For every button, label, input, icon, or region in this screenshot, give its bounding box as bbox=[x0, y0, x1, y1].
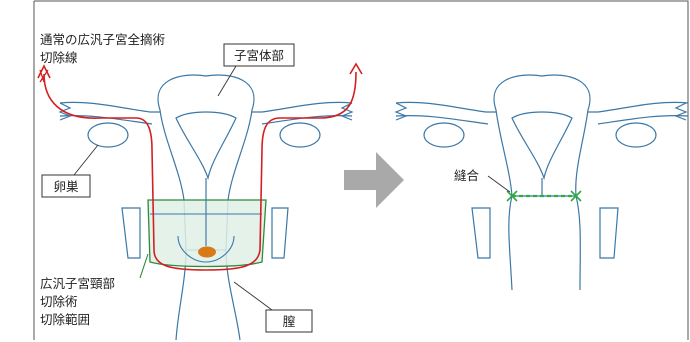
vagina-label: 膣 bbox=[283, 314, 296, 329]
uterine-cavity bbox=[175, 111, 237, 181]
after-right-fallopian-tube-lower bbox=[597, 115, 689, 125]
frame-border bbox=[34, 0, 689, 340]
trachelectomy-label-1: 広汎子宮頸部 bbox=[40, 276, 115, 291]
ovary-label-box bbox=[41, 174, 91, 198]
right-ligament bbox=[271, 207, 289, 259]
after-left-ovary bbox=[423, 122, 465, 148]
trachelectomy-leader bbox=[139, 253, 149, 279]
after-uterine-cavity bbox=[511, 111, 573, 181]
after-vagina-left-wall bbox=[508, 195, 513, 291]
left-ovary bbox=[87, 122, 129, 148]
uterus-outline bbox=[157, 74, 255, 251]
vagina-label-box bbox=[265, 309, 313, 333]
cervical-os bbox=[198, 246, 216, 258]
suture-label: 縫合 bbox=[454, 168, 480, 183]
after-right-ligament bbox=[599, 207, 619, 259]
after-left-fallopian-tube-upper bbox=[395, 101, 496, 113]
cervix-in-region bbox=[150, 200, 262, 263]
left-fallopian-tube-upper bbox=[59, 101, 160, 113]
after-right-fallopian-tube-upper bbox=[588, 101, 689, 113]
right-fallopian-tube-upper bbox=[252, 101, 353, 113]
suture-leader bbox=[487, 175, 511, 193]
ovary-leader bbox=[73, 144, 99, 176]
trachelectomy-label-3: 切除範囲 bbox=[40, 312, 90, 327]
right-fallopian-tube-lower bbox=[261, 115, 353, 125]
after-right-ovary bbox=[615, 122, 657, 148]
uterine-body-leader bbox=[217, 65, 237, 97]
radical-hysterectomy-line bbox=[43, 71, 357, 271]
right-line-arrow-icon bbox=[349, 62, 363, 75]
left-fimbria bbox=[58, 102, 72, 121]
left-suture-x-icon bbox=[506, 190, 518, 202]
radical-line-label-2: 切除線 bbox=[40, 50, 78, 65]
after-left-ligament bbox=[471, 207, 491, 259]
left-line-arrowhead-icon bbox=[37, 64, 51, 79]
ovary-label: 卵巣 bbox=[53, 179, 79, 194]
excision-range-region bbox=[147, 199, 267, 268]
uterine-body-label-box bbox=[223, 43, 295, 67]
vagina-leader bbox=[233, 281, 273, 311]
left-ligament bbox=[121, 207, 141, 259]
right-ovary bbox=[279, 122, 321, 148]
after-vagina-right-wall bbox=[575, 195, 581, 291]
after-right-fimbria bbox=[674, 102, 688, 121]
radical-line-label-1: 通常の広汎子宮全摘術 bbox=[40, 32, 165, 47]
after-left-fimbria bbox=[394, 102, 408, 121]
uterine-body-label: 子宮体部 bbox=[234, 48, 284, 63]
after-uterus-outline bbox=[493, 74, 591, 197]
right-fimbria bbox=[340, 102, 354, 121]
right-suture-x-icon bbox=[570, 190, 582, 202]
after-diagram bbox=[394, 74, 689, 291]
right-arrow-icon bbox=[344, 152, 404, 208]
trachelectomy-label-2: 切除術 bbox=[40, 294, 78, 309]
